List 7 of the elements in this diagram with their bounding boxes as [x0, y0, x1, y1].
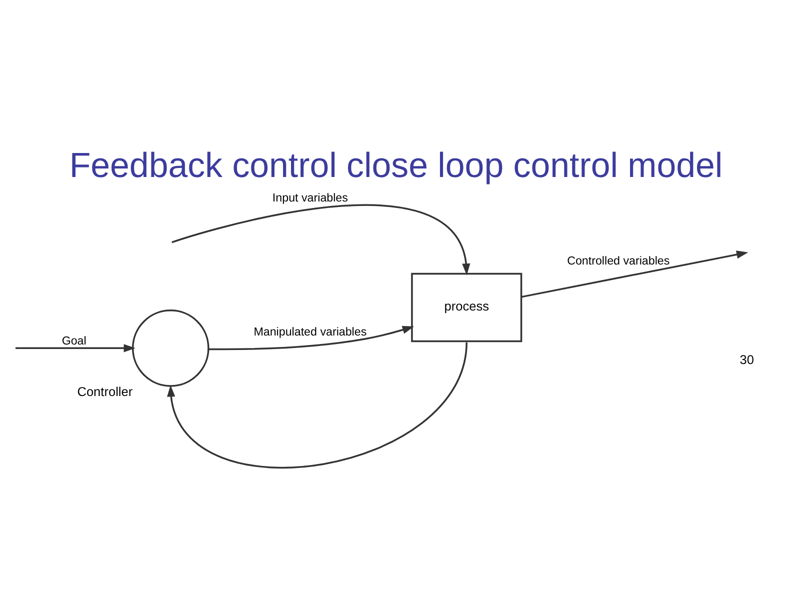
diagram-title: Feedback control close loop control model: [69, 146, 723, 185]
edge-label: Input variables: [272, 191, 348, 204]
node-label: Controller: [77, 384, 133, 399]
label: 30: [740, 352, 754, 367]
edge-label: Controlled variables: [567, 254, 670, 267]
edge-label: Goal: [62, 334, 86, 348]
edge-label: Manipulated variables: [254, 324, 367, 338]
